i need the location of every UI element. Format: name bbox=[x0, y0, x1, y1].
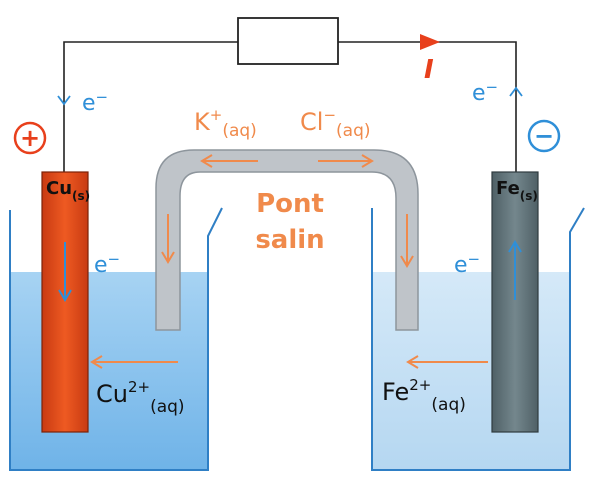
iron-ion-label: Fe2+(aq) bbox=[382, 376, 466, 415]
electron-flow-copper-icon bbox=[58, 242, 72, 302]
negative-sign: − bbox=[534, 122, 554, 150]
electron-wire-arrow-left-icon bbox=[57, 95, 71, 106]
cu-ion-arrow-icon bbox=[90, 355, 178, 369]
external-circuit bbox=[63, 41, 517, 172]
bridge-ion-arrows bbox=[161, 154, 414, 268]
copper-ion-label: Cu2+(aq) bbox=[96, 378, 185, 417]
salt-bridge bbox=[155, 149, 419, 331]
copper-electrode bbox=[41, 171, 89, 433]
electron-label-top-left: e− bbox=[82, 88, 108, 116]
salt-bridge-title-line2: salin bbox=[255, 225, 324, 255]
electron-wire-arrow-right-icon bbox=[509, 86, 523, 97]
positive-terminal-icon bbox=[13, 121, 47, 155]
current-label: I bbox=[424, 55, 434, 85]
electron-label-iron: e− bbox=[454, 250, 480, 278]
electron-label-copper: e− bbox=[94, 250, 120, 278]
negative-terminal-icon bbox=[527, 119, 561, 153]
iron-electrode-label: Fe(s) bbox=[496, 178, 538, 203]
positive-sign: + bbox=[20, 124, 40, 152]
electron-label-top-right: e− bbox=[472, 78, 498, 106]
anion-label: Cl−(aq) bbox=[300, 106, 371, 141]
fe-ion-arrow-icon bbox=[406, 355, 488, 369]
salt-bridge-title-line1: Pont bbox=[256, 189, 324, 219]
iron-electrode bbox=[491, 171, 539, 433]
resistor bbox=[237, 17, 339, 65]
electron-flow-iron-icon bbox=[508, 240, 522, 300]
cation-label: K+(aq) bbox=[194, 106, 257, 141]
current-arrow-icon bbox=[420, 34, 440, 50]
copper-electrode-label: Cu(s) bbox=[46, 178, 90, 203]
